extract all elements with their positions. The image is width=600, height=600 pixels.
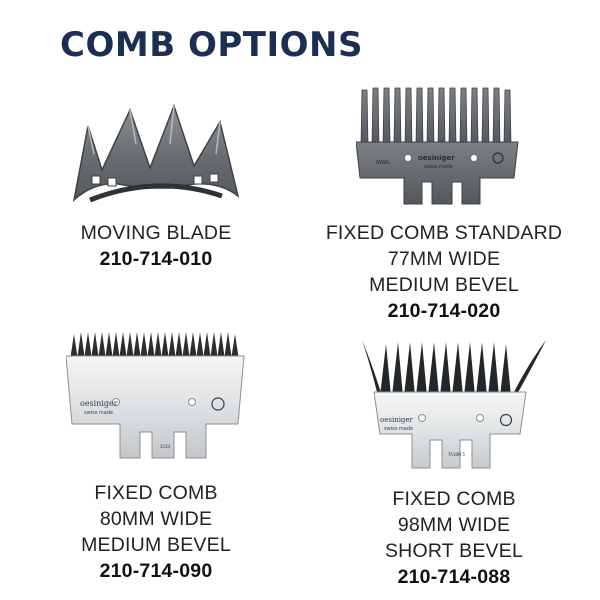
- part-number: 210-714-090: [99, 560, 213, 582]
- caption-line: FIXED COMB: [392, 488, 516, 510]
- svg-text:TA1BN 5: TA1BN 5: [447, 452, 465, 457]
- part-number: 210-714-010: [99, 248, 213, 270]
- caption-line: MOVING BLADE: [80, 222, 232, 244]
- fixed-comb-80mm-image: oesiniger swiss made 2CE4: [66, 332, 245, 459]
- moving-blade-image: [72, 104, 240, 203]
- svg-text:oesiniger: oesiniger: [80, 399, 118, 408]
- svg-text:SWAL: SWAL: [376, 160, 390, 166]
- caption-line: FIXED COMB: [94, 482, 218, 504]
- caption-line: MEDIUM BEVEL: [81, 534, 231, 556]
- svg-text:2CE4: 2CE4: [160, 444, 171, 449]
- fixed-comb-98mm-image: oesiniger swiss made TA1BN 5: [362, 340, 546, 469]
- caption-moving-blade: MOVING BLADE 210-714-010: [40, 220, 272, 272]
- part-number: 210-714-088: [397, 566, 511, 588]
- stamp-text: swiss made: [84, 410, 113, 416]
- caption-line: MEDIUM BEVEL: [369, 274, 519, 296]
- stamp-text: swiss made: [384, 426, 413, 432]
- caption-line: 77MM WIDE: [387, 248, 501, 270]
- caption-fixed-comb-80mm: FIXED COMB 80MM WIDE MEDIUM BEVEL 210-71…: [36, 480, 276, 584]
- svg-text:oesiniger: oesiniger: [418, 154, 455, 162]
- part-number: 210-714-020: [387, 300, 501, 322]
- stamp-text: swiss made: [424, 164, 453, 170]
- svg-text:oesiniger: oesiniger: [380, 416, 414, 424]
- caption-line: 98MM WIDE: [397, 514, 511, 536]
- caption-line: SHORT BEVEL: [384, 540, 524, 562]
- caption-line: FIXED COMB STANDARD: [325, 222, 563, 244]
- fixed-comb-standard-image: oesiniger swiss made SWAL: [356, 87, 519, 205]
- caption-fixed-comb-98mm: FIXED COMB 98MM WIDE SHORT BEVEL 210-714…: [334, 486, 574, 590]
- page-title: COMB OPTIONS: [60, 25, 363, 65]
- caption-fixed-comb-standard: FIXED COMB STANDARD 77MM WIDE MEDIUM BEV…: [318, 220, 570, 324]
- caption-line: 80MM WIDE: [99, 508, 213, 530]
